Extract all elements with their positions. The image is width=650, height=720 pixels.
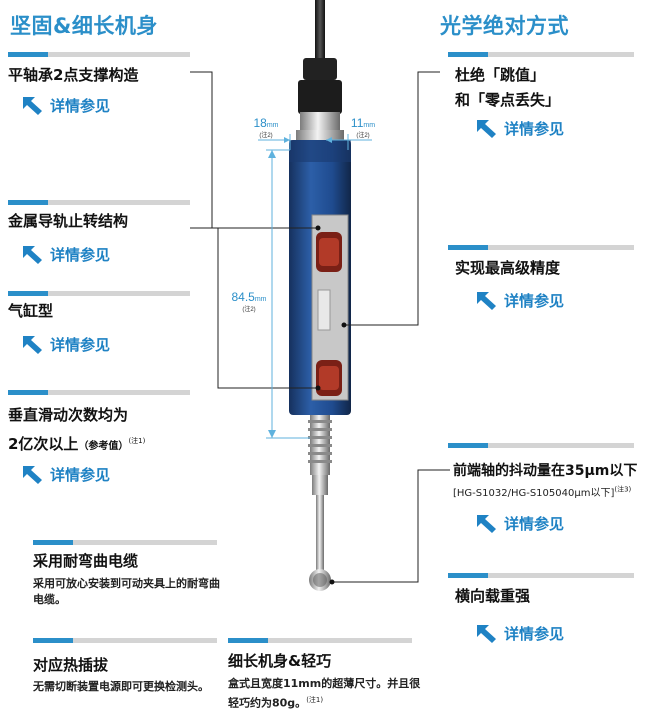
more-link-label: 详情参见 [50, 336, 111, 354]
arrow-up-left-icon [477, 624, 496, 643]
divider [8, 200, 190, 205]
more-link-cylinder[interactable]: 详情参见 [22, 334, 110, 355]
feature-runout-sub: [HG-S1032/HG-S105040μm以下](注3) [453, 485, 632, 499]
more-link-load[interactable]: 详情参见 [476, 623, 564, 644]
more-link-label: 详情参见 [504, 625, 565, 643]
divider [33, 638, 217, 643]
more-link-label: 详情参见 [504, 292, 565, 310]
arrow-up-left-icon [477, 119, 496, 138]
dim-width-18: 18mm(注2) [253, 116, 279, 139]
feature-cable-desc1: 采用可放心安装到可动夹具上的耐弯曲 [33, 577, 220, 590]
feature-jump-line2: 和「零点丢失」 [455, 91, 561, 109]
feature-slim-title: 细长机身&轻巧 [228, 652, 332, 670]
divider [33, 540, 217, 545]
divider [448, 52, 634, 57]
feature-slim-desc2: 轻巧约为80g。(注1) [228, 696, 324, 710]
more-link-slide[interactable]: 详情参见 [22, 464, 110, 485]
arrow-up-left-icon [23, 335, 42, 354]
divider [228, 638, 412, 643]
divider [8, 52, 190, 57]
feature-slide-line1: 垂直滑动次数均为 [8, 406, 129, 424]
feature-hotswap-desc: 无需切断装置电源即可更换检测头。 [33, 680, 209, 693]
feature-cable-title: 采用耐弯曲电缆 [33, 552, 139, 570]
dim-height-84-5: 84.5mm(注2) [228, 291, 270, 316]
feature-slide-line2: 2亿次以上（参考值）(注1) [8, 435, 146, 453]
divider [8, 390, 190, 395]
divider [448, 245, 634, 250]
dim-width-11: 11mm(注2) [350, 116, 376, 139]
feature-runout-title: 前端轴的抖动量在35μm以下 [453, 463, 638, 479]
feature-slim-desc1: 盒式且宽度11mm的超薄尺寸。并且很 [228, 677, 421, 690]
more-link-label: 详情参见 [50, 97, 111, 115]
divider [448, 573, 634, 578]
more-link-label: 详情参见 [50, 466, 111, 484]
arrow-up-left-icon [23, 465, 42, 484]
divider [448, 443, 634, 448]
feature-precision-title: 实现最高级精度 [455, 259, 561, 277]
more-link-label: 详情参见 [504, 515, 565, 533]
more-link-bearing[interactable]: 详情参见 [22, 95, 110, 116]
arrow-up-left-icon [23, 96, 42, 115]
feature-hotswap-title: 对应热插拔 [33, 656, 109, 674]
more-link-label: 详情参见 [50, 246, 111, 264]
feature-cable-desc2: 电缆。 [33, 593, 66, 606]
feature-bearing-title: 平轴承2点支撑构造 [8, 66, 139, 84]
arrow-up-left-icon [477, 514, 496, 533]
divider [8, 291, 190, 296]
more-link-label: 详情参见 [504, 120, 565, 138]
more-link-guide[interactable]: 详情参见 [22, 244, 110, 265]
feature-guide-title: 金属导轨止转结构 [8, 212, 129, 230]
more-link-runout[interactable]: 详情参见 [476, 513, 564, 534]
feature-load-title: 横向载重强 [455, 587, 531, 605]
arrow-up-left-icon [477, 291, 496, 310]
feature-cylinder-title: 气缸型 [8, 302, 54, 320]
arrow-up-left-icon [23, 245, 42, 264]
feature-jump-line1: 杜绝「跳值」 [455, 66, 546, 84]
heading-optical-absolute: 光学绝对方式 [440, 14, 569, 38]
more-link-precision[interactable]: 详情参见 [476, 290, 564, 311]
heading-robust-body: 坚固&细长机身 [10, 14, 158, 38]
more-link-jump[interactable]: 详情参见 [476, 118, 564, 139]
